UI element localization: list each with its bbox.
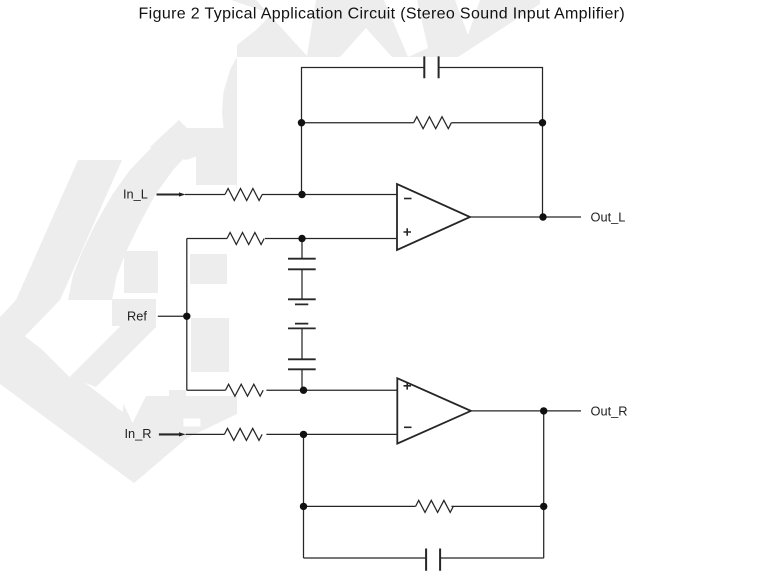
svg-text:Out_L: Out_L <box>591 210 626 225</box>
svg-text:Figure 2 Typical Application C: Figure 2 Typical Application Circuit (St… <box>139 6 626 23</box>
svg-text:Out_R: Out_R <box>591 404 628 419</box>
svg-text:Ref: Ref <box>127 308 147 323</box>
svg-text:In_R: In_R <box>125 426 152 441</box>
svg-text:In_L: In_L <box>123 187 148 202</box>
